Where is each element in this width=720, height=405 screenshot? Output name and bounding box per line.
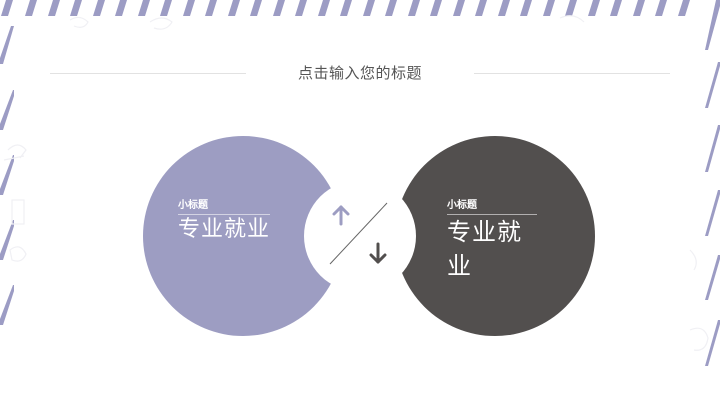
right-circle: [395, 136, 595, 336]
right-heading: 专业就业: [447, 218, 522, 280]
left-heading: 专业就业: [178, 217, 271, 242]
arrow-up-icon: [332, 205, 350, 226]
left-subtitle: 小标题: [178, 200, 270, 215]
arrow-down-icon: [369, 242, 387, 264]
left-circle-label[interactable]: 小标题 专业就业: [178, 200, 270, 245]
diagonal-divider: [329, 202, 388, 265]
slide-title[interactable]: 点击输入您的标题: [297, 64, 422, 82]
title-divider-left: [50, 73, 246, 74]
right-circle-label[interactable]: 小标题 专业就业: [447, 200, 537, 283]
right-subtitle: 小标题: [447, 200, 537, 215]
title-divider-right: [474, 73, 670, 74]
left-circle: [143, 136, 343, 336]
